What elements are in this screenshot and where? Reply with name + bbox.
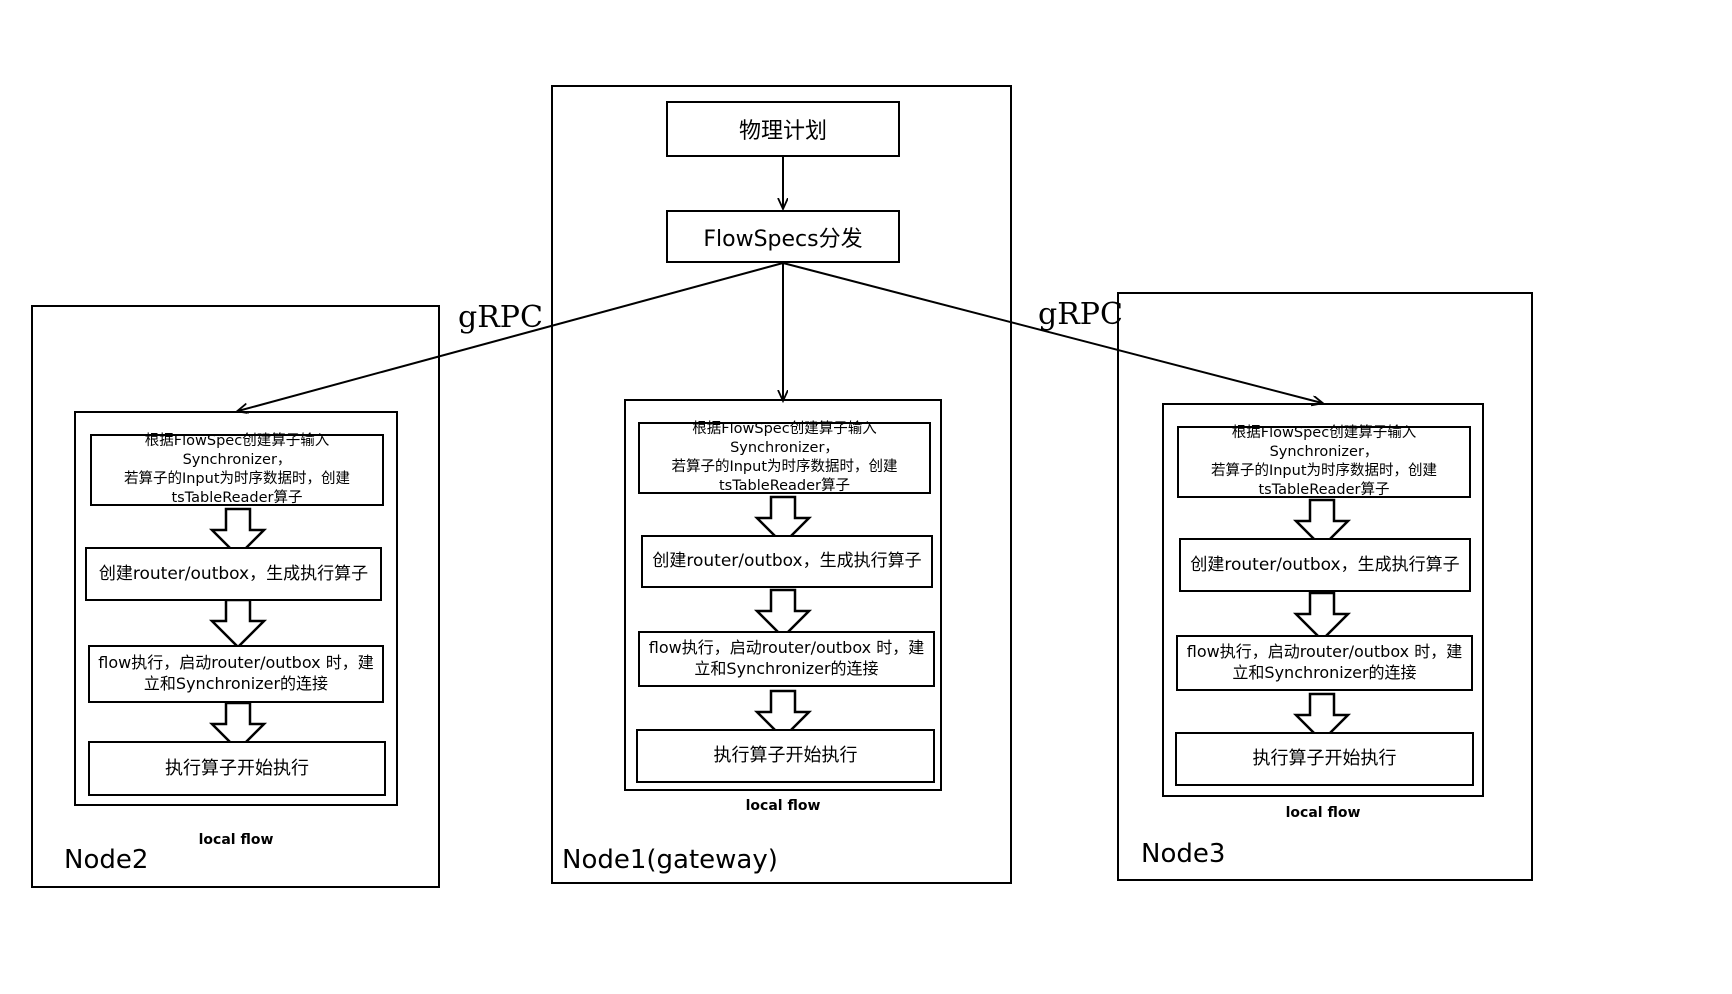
node-label-node3: Node3 (1141, 839, 1226, 869)
step-box-node2-3: flow执行，启动router/outbox 时，建 立和Synchronize… (88, 645, 384, 703)
grpc-label-right: gRPC (1038, 297, 1123, 332)
step-box-node1-1: 根据FlowSpec创建算子输入Synchronizer， 若算子的Input为… (638, 421, 931, 494)
physical-plan-label: 物理计划 (738, 119, 827, 144)
step-text: 根据FlowSpec创建算子输入Synchronizer， 若算子的Input为… (123, 433, 351, 506)
step-text: 创建router/outbox，生成执行算子 (98, 563, 369, 584)
step-text: 执行算子开始执行 (1252, 748, 1397, 770)
grpc-label-left: gRPC (458, 300, 543, 335)
step-text: flow执行，启动router/outbox 时，建 立和Synchronize… (1186, 642, 1463, 682)
step-box-node2-2: 创建router/outbox，生成执行算子 (85, 547, 382, 601)
step-box-node3-4: 执行算子开始执行 (1175, 732, 1474, 786)
step-box-node3-1: 根据FlowSpec创建算子输入Synchronizer， 若算子的Input为… (1177, 425, 1471, 498)
step-box-node1-4: 执行算子开始执行 (636, 729, 935, 783)
node-label-node1: Node1(gateway) (562, 845, 778, 875)
step-text: 创建router/outbox，生成执行算子 (652, 551, 922, 572)
node-container-node2 (31, 305, 440, 888)
step-box-node1-3: flow执行，启动router/outbox 时，建 立和Synchronize… (638, 631, 935, 687)
local-flow-label-node3: local flow (1285, 805, 1361, 821)
node-container-node3 (1117, 292, 1533, 881)
step-text: 根据FlowSpec创建算子输入Synchronizer， 若算子的Input为… (1210, 425, 1438, 498)
local-flow-container-node1 (624, 399, 942, 791)
step-text: 执行算子开始执行 (713, 745, 858, 767)
flowspecs-dispatch-box: FlowSpecs分发 (666, 210, 900, 263)
step-text: flow执行，启动router/outbox 时，建 立和Synchronize… (98, 653, 374, 693)
step-text: flow执行，启动router/outbox 时，建 立和Synchronize… (648, 638, 925, 678)
flowspecs-dispatch-label: FlowSpecs分发 (703, 226, 863, 252)
node-container-node1 (551, 85, 1012, 884)
step-box-node2-4: 执行算子开始执行 (88, 741, 386, 796)
step-box-node2-1: 根据FlowSpec创建算子输入Synchronizer， 若算子的Input为… (90, 433, 384, 506)
step-text: 根据FlowSpec创建算子输入Synchronizer， 若算子的Input为… (671, 421, 898, 494)
physical-plan-box: 物理计划 (666, 101, 900, 157)
node-label-node2: Node2 (64, 845, 149, 875)
step-box-node3-2: 创建router/outbox，生成执行算子 (1179, 538, 1471, 592)
local-flow-label-node2: local flow (198, 832, 274, 848)
step-box-node3-3: flow执行，启动router/outbox 时，建 立和Synchronize… (1176, 635, 1473, 691)
step-text: 执行算子开始执行 (165, 757, 309, 779)
local-flow-container-node2 (74, 411, 398, 806)
step-text: 创建router/outbox，生成执行算子 (1190, 554, 1460, 575)
local-flow-label-node1: local flow (745, 798, 821, 814)
step-box-node1-2: 创建router/outbox，生成执行算子 (641, 535, 933, 588)
local-flow-container-node3 (1162, 403, 1484, 797)
